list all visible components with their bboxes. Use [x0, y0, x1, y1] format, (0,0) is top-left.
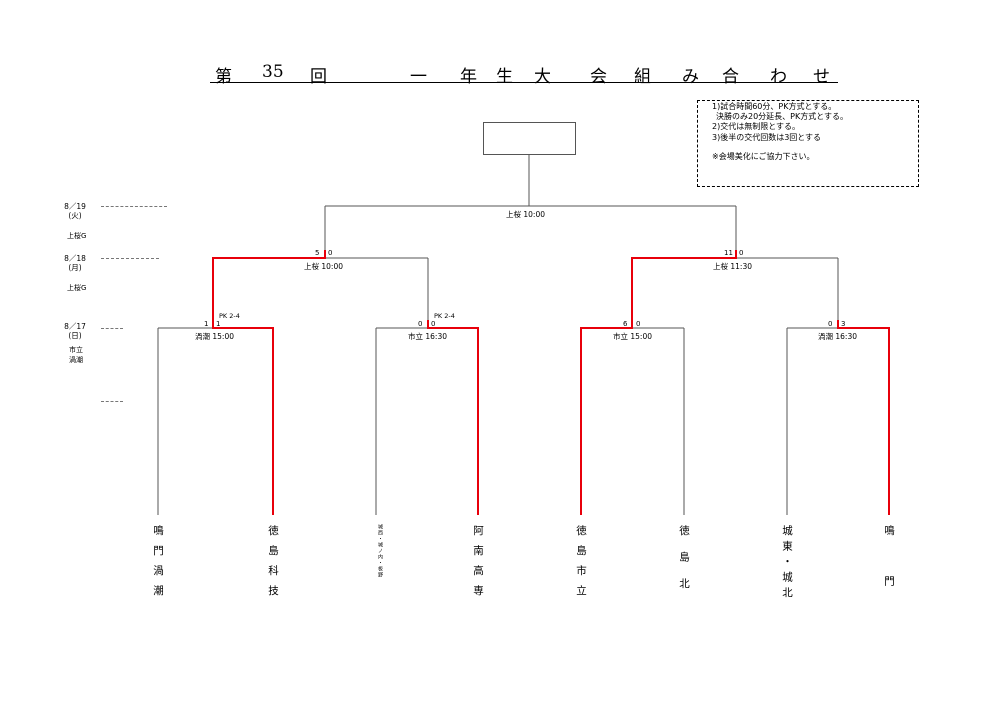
pk-result: PK 2-4: [219, 312, 240, 320]
weekday-label: (日): [68, 331, 82, 340]
score: 1: [216, 320, 221, 328]
date-label: 8／17: [64, 322, 86, 331]
schedule-day2: 8／18 (月): [62, 254, 88, 272]
score: 3: [841, 320, 846, 328]
semifinal-venue-time: 上桜 11:30: [713, 262, 752, 271]
team-name: 徳島市立: [575, 525, 587, 605]
date-guide-line: [101, 206, 167, 207]
team-name: 徳島北: [678, 525, 690, 605]
title-char: 35: [262, 62, 284, 82]
date-label: 8／18: [64, 254, 86, 263]
winner-path: [580, 250, 737, 515]
semifinal-venue-time: 上桜 10:00: [304, 262, 343, 271]
venue-label: 渦潮: [69, 356, 83, 364]
champion-box: [483, 122, 576, 155]
note-line: 3)後半の交代回数は3回とする: [712, 132, 822, 142]
score: 0: [828, 320, 833, 328]
score: 0: [328, 249, 333, 257]
score: 0: [418, 320, 423, 328]
score: 0: [431, 320, 436, 328]
note-line: 決勝のみ20分延長、PK方式とする。: [716, 112, 849, 122]
venue-label: 市立: [69, 346, 83, 354]
date-guide-line: [101, 401, 123, 402]
date-label: 8／19: [64, 202, 86, 211]
note-line: 2)交代は無制限とする。: [712, 122, 800, 132]
schedule-day3: 8／19 (火): [62, 202, 88, 220]
pk-result: PK 2-4: [434, 312, 455, 320]
weekday-label: (火): [68, 211, 82, 220]
quarterfinal-venue-time: 渦潮 16:30: [818, 332, 857, 341]
winner-path: [427, 320, 479, 515]
team-name: 城西・城ノ内・板野: [377, 524, 383, 578]
team-name: 阿南高専: [472, 525, 484, 605]
winner-path: [837, 320, 890, 515]
team-name: 鳴門: [883, 525, 895, 626]
quarterfinal-venue-time: 市立 16:30: [408, 332, 447, 341]
team-name: 徳島科技: [267, 525, 279, 605]
score: 0: [739, 249, 744, 257]
rules-notes: 1)試合時間60分、PK方式とする。 決勝のみ20分延長、PK方式とする。 2)…: [697, 100, 919, 187]
team-name: 城東・城北: [781, 525, 793, 603]
winner-path: [212, 250, 326, 515]
score: 5: [315, 249, 320, 257]
date-guide-line: [101, 258, 159, 259]
title-underline: [210, 82, 838, 83]
date-guide-line: [101, 328, 123, 329]
final-venue-time: 上桜 10:00: [506, 210, 545, 219]
quarterfinal-venue-time: 市立 15:00: [613, 332, 652, 341]
score: 11: [724, 249, 733, 257]
weekday-label: (月): [68, 263, 82, 272]
venue-label: 上桜G: [67, 232, 87, 240]
schedule-day1: 8／17 (日): [62, 322, 88, 340]
team-name: 鳴門渦潮: [152, 525, 164, 605]
venue-label: 上桜G: [67, 284, 87, 292]
note-line: 1)試合時間60分、PK方式とする。: [712, 102, 837, 111]
note-line: ※会場美化にご協力下さい。: [712, 151, 815, 161]
quarterfinal-venue-time: 渦潮 15:00: [195, 332, 234, 341]
score: 0: [636, 320, 641, 328]
score: 6: [623, 320, 628, 328]
score: 1: [204, 320, 209, 328]
